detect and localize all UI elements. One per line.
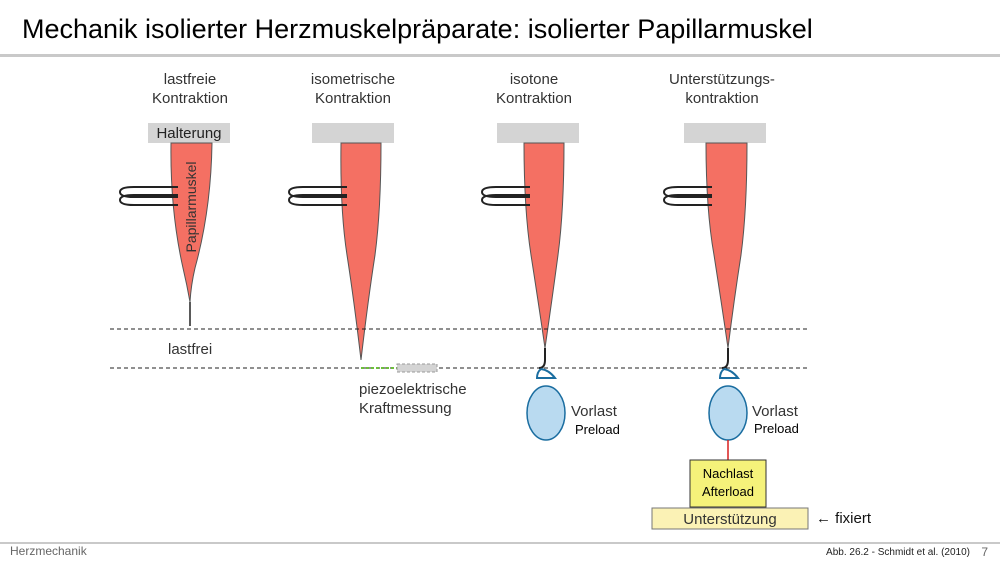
muscle-auxotonic <box>705 142 748 349</box>
preload-en-isotonic: Preload <box>575 422 620 437</box>
afterload-de: Nachlast <box>703 466 754 481</box>
preload-de-auxotonic: Vorlast <box>752 403 799 420</box>
footer-divider <box>0 542 1000 544</box>
footer-text: Herzmechanik <box>10 544 87 558</box>
support-box <box>651 507 809 530</box>
heading-isotonic-line2: Kontraktion <box>496 90 572 107</box>
heading-auxotonic-line1: Unterstützungs- <box>669 71 775 88</box>
muscle-isometric <box>340 142 382 361</box>
heading-isotonic-line1: isotone <box>510 71 558 88</box>
heading-auxotonic-line2: kontraktion <box>685 90 758 107</box>
piezo-sensor <box>396 363 438 373</box>
electrode-4 <box>662 186 712 206</box>
holder-1 <box>148 123 230 143</box>
hanger-isotonic <box>535 368 558 379</box>
muscle-unloaded <box>170 142 213 303</box>
holder-2 <box>312 123 394 143</box>
holder-3 <box>497 123 579 143</box>
holder-4 <box>684 123 766 143</box>
title-divider <box>0 54 1000 57</box>
heading-unloaded-line1: lastfreie <box>164 71 217 88</box>
electrode-1 <box>118 186 178 206</box>
muscle-isotonic <box>523 142 565 349</box>
page-number: 7 <box>981 545 988 559</box>
heading-isometric-line1: isometrische <box>311 71 395 88</box>
holder-label: Halterung <box>156 125 221 142</box>
slide-title: Mechanik isolierter Herzmuskelpräparate:… <box>22 14 813 44</box>
source-citation: Abb. 26.2 - Schmidt et al. (2010) <box>826 547 970 558</box>
piezo-label-line2: Kraftmessung <box>359 400 452 417</box>
hanger-auxotonic <box>718 368 741 379</box>
preload-en-auxotonic: Preload <box>754 421 799 436</box>
preload-de-isotonic: Vorlast <box>571 403 618 420</box>
preload-weight-isotonic <box>526 385 566 441</box>
afterload-box <box>689 459 767 508</box>
support-label: Unterstützung <box>683 511 776 528</box>
preload-weight-auxotonic <box>708 385 748 441</box>
fixed-label: ← fixiert <box>816 510 872 527</box>
electrode-3 <box>480 186 530 206</box>
afterload-en: Afterload <box>702 484 754 499</box>
piezo-label-line1: piezoelektrische <box>359 381 467 398</box>
unloaded-label: lastfrei <box>168 341 212 358</box>
hook-isotonic <box>538 348 546 369</box>
heading-unloaded-line2: Kontraktion <box>152 90 228 107</box>
heading-isometric-line2: Kontraktion <box>315 90 391 107</box>
muscle-label: Papillarmuskel <box>183 161 199 252</box>
electrode-2 <box>287 186 347 206</box>
hook-auxotonic <box>721 348 729 369</box>
